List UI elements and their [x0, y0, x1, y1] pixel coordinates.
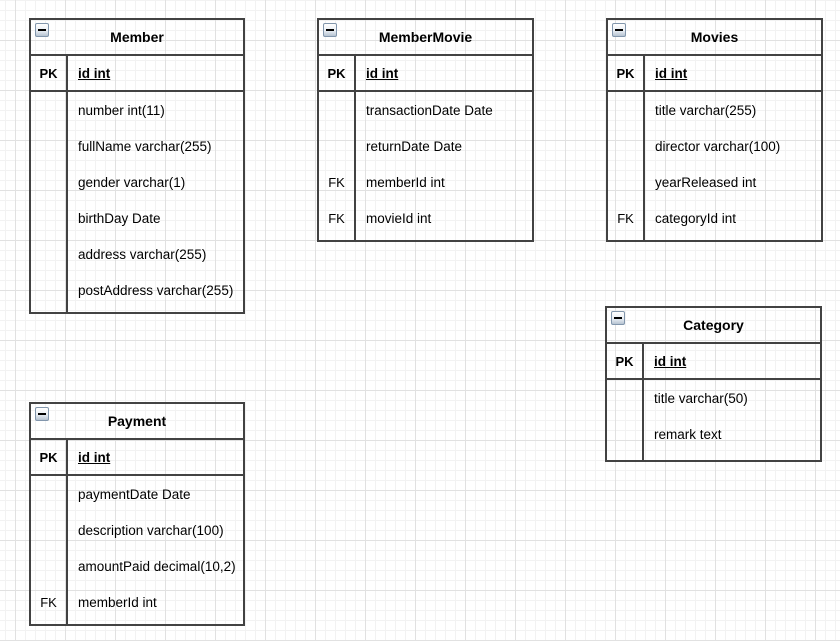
key-cell: PK: [39, 65, 58, 81]
field-cell: id int: [78, 65, 111, 81]
key-cell: PK: [39, 449, 58, 465]
table-row[interactable]: transactionDate Date: [319, 92, 532, 128]
field-cell: amountPaid decimal(10,2): [78, 558, 236, 574]
key-cell: FK: [328, 210, 345, 226]
field-cell: id int: [655, 65, 688, 81]
field-cell: categoryId int: [655, 210, 737, 226]
table-row[interactable]: title varchar(255): [608, 92, 821, 128]
collapse-icon[interactable]: [35, 23, 49, 37]
table-row[interactable]: FK memberId int: [319, 164, 532, 200]
field-cell: address varchar(255): [78, 246, 207, 262]
field-cell: number int(11): [78, 102, 165, 118]
field-cell: title varchar(255): [655, 102, 757, 118]
collapse-icon[interactable]: [35, 407, 49, 421]
table-row[interactable]: FK memberId int: [31, 584, 243, 620]
table-row[interactable]: returnDate Date: [319, 128, 532, 164]
entity-table-category[interactable]: Category PK id int title varchar(50) remark…: [605, 306, 822, 462]
table-row[interactable]: FK categoryId int: [608, 200, 821, 236]
key-cell: PK: [616, 65, 635, 81]
collapse-icon[interactable]: [612, 23, 626, 37]
entity-title: Payment: [107, 413, 167, 429]
field-cell: remark text: [654, 426, 722, 442]
field-cell: paymentDate Date: [78, 486, 191, 502]
collapse-icon[interactable]: [323, 23, 337, 37]
table-row[interactable]: fullName varchar(255): [31, 128, 243, 164]
table-row[interactable]: PK id int: [31, 56, 243, 92]
table-row[interactable]: gender varchar(1): [31, 164, 243, 200]
table-row[interactable]: description varchar(100): [31, 512, 243, 548]
key-cell: FK: [328, 174, 345, 190]
entity-table-membermovie[interactable]: MemberMovie PK id int transactionDate Date…: [317, 18, 534, 242]
key-cell: PK: [615, 353, 634, 369]
entity-table-payment[interactable]: Payment PK id int paymentDate Date descript…: [29, 402, 245, 626]
field-cell: id int: [654, 353, 687, 369]
entity-title: MemberMovie: [378, 29, 473, 45]
entity-header: Payment: [31, 404, 243, 440]
table-row[interactable]: paymentDate Date: [31, 476, 243, 512]
field-cell: id int: [78, 449, 111, 465]
entity-header: Movies: [608, 20, 821, 56]
field-cell: id int: [366, 65, 399, 81]
entity-header: Category: [607, 308, 820, 344]
field-cell: yearReleased int: [655, 174, 757, 190]
field-cell: fullName varchar(255): [78, 138, 212, 154]
entity-body: PK id int paymentDate Date description varc…: [31, 440, 243, 624]
entity-title: Category: [683, 317, 744, 333]
table-row[interactable]: remark text: [607, 416, 820, 452]
field-cell: description varchar(100): [78, 522, 224, 538]
table-row[interactable]: FK movieId int: [319, 200, 532, 236]
field-cell: title varchar(50): [654, 390, 748, 406]
field-cell: memberId int: [78, 594, 157, 610]
field-cell: memberId int: [366, 174, 445, 190]
entity-title: Movies: [690, 29, 739, 45]
entity-body: PK id int title varchar(255) director varch…: [608, 56, 821, 240]
table-row[interactable]: amountPaid decimal(10,2): [31, 548, 243, 584]
table-row[interactable]: PK id int: [607, 344, 820, 380]
key-cell: FK: [617, 210, 634, 226]
entity-table-member[interactable]: Member PK id int number int(11) fullName va…: [29, 18, 245, 314]
table-row[interactable]: title varchar(50): [607, 380, 820, 416]
entity-body: PK id int transactionDate Date returnDate D…: [319, 56, 532, 240]
field-cell: movieId int: [366, 210, 432, 226]
entity-title: Member: [110, 29, 164, 45]
entity-header: MemberMovie: [319, 20, 532, 56]
minus-icon: [326, 29, 334, 31]
minus-icon: [38, 29, 46, 31]
field-cell: returnDate Date: [366, 138, 463, 154]
entity-header: Member: [31, 20, 243, 56]
key-cell: PK: [327, 65, 346, 81]
entity-table-movies[interactable]: Movies PK id int title varchar(255) directo…: [606, 18, 823, 242]
collapse-icon[interactable]: [611, 311, 625, 325]
table-row[interactable]: number int(11): [31, 92, 243, 128]
minus-icon: [615, 29, 623, 31]
table-row[interactable]: birthDay Date: [31, 200, 243, 236]
table-row[interactable]: director varchar(100): [608, 128, 821, 164]
table-row[interactable]: PK id int: [31, 440, 243, 476]
table-row[interactable]: PK id int: [319, 56, 532, 92]
field-cell: birthDay Date: [78, 210, 161, 226]
minus-icon: [614, 317, 622, 319]
field-cell: director varchar(100): [655, 138, 781, 154]
field-cell: postAddress varchar(255): [78, 282, 234, 298]
table-row[interactable]: address varchar(255): [31, 236, 243, 272]
table-row[interactable]: postAddress varchar(255): [31, 272, 243, 308]
table-row[interactable]: yearReleased int: [608, 164, 821, 200]
field-cell: gender varchar(1): [78, 174, 186, 190]
entity-body: PK id int number int(11) fullName varchar(2…: [31, 56, 243, 312]
entity-body: PK id int title varchar(50) remark text: [607, 344, 820, 460]
minus-icon: [38, 413, 46, 415]
field-cell: transactionDate Date: [366, 102, 493, 118]
table-row[interactable]: PK id int: [608, 56, 821, 92]
key-cell: FK: [40, 594, 57, 610]
